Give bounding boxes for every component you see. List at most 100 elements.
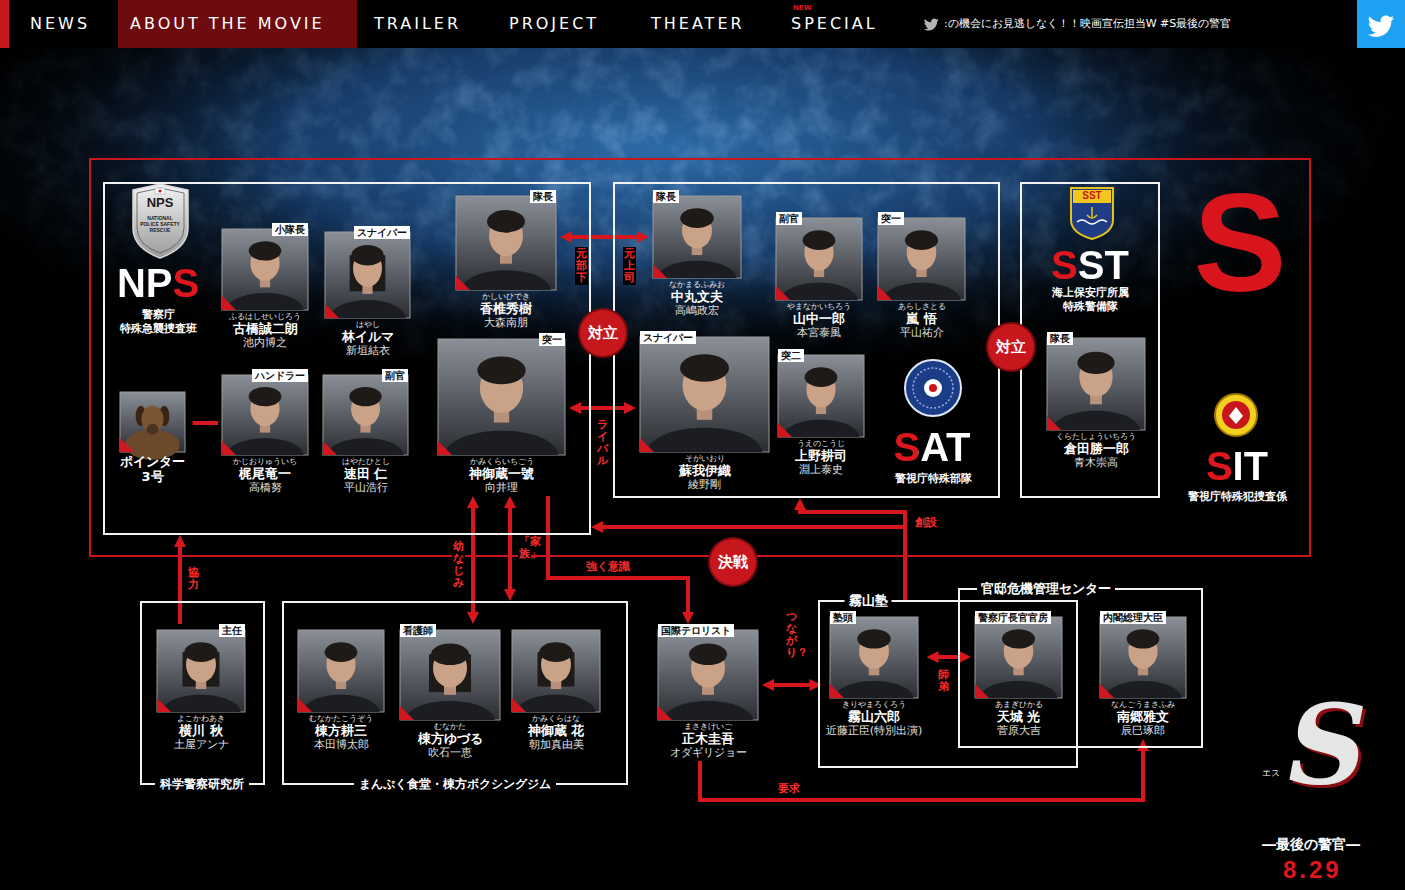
role-tag: スナイパー bbox=[354, 226, 410, 239]
photo-part bbox=[680, 354, 729, 382]
photo-part bbox=[298, 698, 312, 712]
photo-part bbox=[329, 300, 406, 318]
actor-name: 綾野剛 bbox=[636, 478, 773, 493]
name-ruby: やまなかいちろう bbox=[772, 302, 866, 311]
actor-name: 朝加真由美 bbox=[508, 738, 604, 753]
character-card: 隊長くらたしょういちろう倉田勝一郎青木崇高 bbox=[1043, 332, 1149, 471]
actor-name: 平山浩行 bbox=[319, 481, 412, 496]
relation-label: 元上司 bbox=[623, 247, 636, 285]
photo-part bbox=[431, 644, 469, 666]
character-name: 天城 光 bbox=[971, 709, 1066, 724]
portrait-photo bbox=[1100, 617, 1186, 698]
photo-part bbox=[1077, 352, 1114, 374]
sit-badge-mark bbox=[1229, 407, 1243, 424]
photo-part bbox=[298, 630, 384, 712]
photo-part bbox=[157, 698, 171, 712]
name-ruby: よこかわあき bbox=[153, 714, 249, 723]
sat-emblem-ring bbox=[913, 368, 953, 408]
photo-slot bbox=[298, 630, 384, 712]
character-card: 突二うえのこうじ上野耕司淵上泰史 bbox=[774, 349, 868, 478]
nav-active bbox=[118, 0, 357, 48]
photo-part bbox=[325, 642, 358, 662]
name-ruby: まさきけいご bbox=[654, 722, 762, 731]
photo-part bbox=[512, 630, 600, 712]
photo-part bbox=[878, 286, 892, 300]
flag-dot bbox=[158, 189, 161, 192]
portrait-photo bbox=[222, 375, 308, 455]
character-card: 塾頭きりやまろくろう霧山六郎近藤正臣(特別出演) bbox=[822, 611, 927, 739]
nav-item: NEWS bbox=[30, 14, 90, 34]
role-tag: 看護師 bbox=[400, 624, 436, 637]
character-name: 嵐 悟 bbox=[874, 311, 969, 326]
role-tag: 塾頭 bbox=[830, 611, 856, 624]
photo-slot bbox=[456, 196, 556, 290]
twitter-bird bbox=[1368, 16, 1394, 37]
actor-name: 新垣結衣 bbox=[321, 344, 414, 359]
character-card: 隊長なかまるふみお中丸文夫高嶋政宏 bbox=[649, 190, 745, 319]
portrait-photo bbox=[120, 392, 185, 460]
sit-badge bbox=[1215, 394, 1257, 436]
relation-label: 協力 bbox=[187, 566, 200, 592]
photo-part bbox=[830, 617, 918, 698]
relation-label: 創設 bbox=[914, 516, 938, 530]
name-ruby: むなかたこうぞう bbox=[294, 714, 388, 723]
photo-slot bbox=[438, 339, 565, 455]
actor-name: 池内博之 bbox=[218, 336, 312, 351]
character-card: スナイパーはやし林イルマ新垣結衣 bbox=[321, 226, 414, 359]
character-card: むなかたこうぞう棟方耕三本田博太郎 bbox=[294, 624, 388, 753]
conflict-badge: 対立 bbox=[988, 324, 1034, 370]
group-box: 小隊長ふるはしせいじろう古橋誠二朗池内博之スナイパーはやし林イルマ新垣結衣隊長か… bbox=[89, 158, 1311, 557]
character-card: かみくらはな神御蔵 花朝加真由美 bbox=[508, 624, 604, 753]
role-tag: 小隊長 bbox=[272, 223, 308, 236]
role-tag: 副官 bbox=[776, 212, 802, 225]
photo-part bbox=[778, 355, 864, 437]
name-ruby: あまぎひかる bbox=[971, 700, 1066, 709]
group-title: 科学警察研究所 bbox=[155, 777, 249, 791]
photo-part bbox=[487, 210, 525, 233]
sst-waves bbox=[1077, 220, 1107, 224]
photo-part bbox=[323, 441, 337, 455]
nav-item: THEATER bbox=[651, 14, 745, 34]
photo-part bbox=[351, 245, 383, 266]
actor-name: 吹石一恵 bbox=[396, 746, 504, 761]
character-name: 棟方ゆづる bbox=[396, 731, 504, 746]
portrait-photo bbox=[298, 630, 384, 712]
photo-part bbox=[1002, 629, 1035, 648]
unit-subtitle: 警視庁特殊部隊 bbox=[878, 472, 988, 486]
photo-slot bbox=[222, 229, 308, 310]
photo-part bbox=[349, 387, 381, 406]
photo-slot bbox=[653, 196, 741, 278]
relation-arrow bbox=[769, 683, 815, 687]
photo-part bbox=[1047, 338, 1145, 430]
name-ruby: はやし bbox=[321, 320, 414, 329]
photo-part bbox=[640, 438, 654, 452]
unit-name: SAT bbox=[893, 426, 970, 468]
photo-part bbox=[658, 706, 672, 720]
photo-part bbox=[689, 644, 727, 666]
role-tag: 警察庁長官官房 bbox=[975, 611, 1051, 624]
portrait-photo bbox=[512, 630, 600, 712]
group-box: 小隊長ふるはしせいじろう古橋誠二朗池内博之スナイパーはやし林イルマ新垣結衣隊長か… bbox=[103, 182, 591, 535]
photo-part bbox=[778, 423, 792, 437]
name-ruby: はやたひとし bbox=[319, 457, 412, 466]
nav-item: PROJECT bbox=[509, 14, 599, 34]
nav-item: SPECIAL bbox=[791, 14, 878, 34]
character-card: 副官はやたひとし速田 仁平山浩行 bbox=[319, 369, 412, 496]
sst-anchor bbox=[1087, 207, 1097, 218]
role-tag: 内閣総理大臣 bbox=[1100, 611, 1166, 624]
portrait-photo bbox=[323, 375, 408, 455]
name-ruby: かしいひでき bbox=[452, 292, 560, 301]
nps-shield-rim bbox=[137, 188, 184, 253]
group-box: 隊長なかまるふみお中丸文夫高嶋政宏副官やまなかいちろう山中一郎本宮泰風突一あらし… bbox=[613, 182, 1000, 498]
badge-text: NPS bbox=[147, 196, 174, 210]
group-box: 警察庁長官官房あまぎひかる天城 光菅原大吉内閣総理大臣なんごうまさふみ南郷雅文辰… bbox=[958, 588, 1203, 748]
character-card: ポインター 3号 bbox=[113, 386, 193, 486]
group-letter: S bbox=[1193, 173, 1286, 313]
photo-part bbox=[327, 438, 404, 455]
actor-name: 平山祐介 bbox=[874, 326, 969, 341]
character-name: 古橋誠二朗 bbox=[218, 321, 312, 336]
character-card: 副官やまなかいちろう山中一郎本宮泰風 bbox=[772, 212, 866, 341]
character-card: 看護師むなかた棟方ゆづる吹石一恵 bbox=[396, 624, 504, 761]
photo-part bbox=[222, 441, 236, 455]
nav-item: ABOUT THE MOVIE bbox=[130, 14, 325, 34]
